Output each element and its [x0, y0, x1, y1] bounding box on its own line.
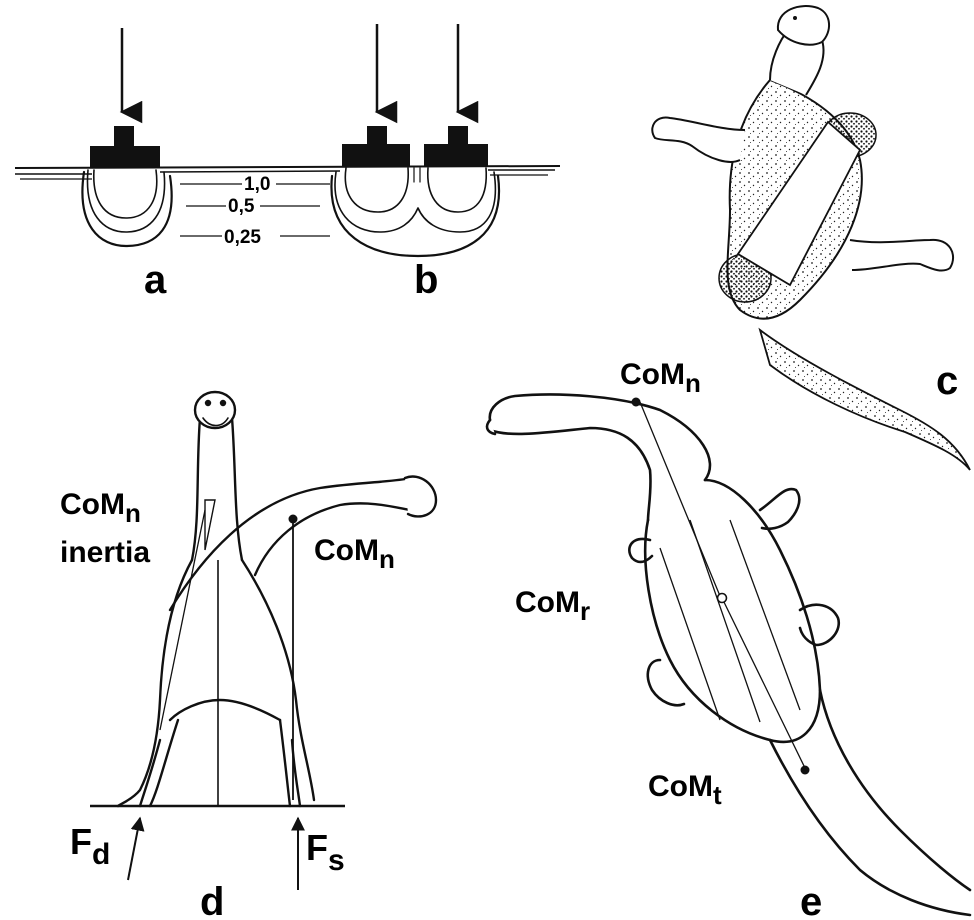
panel-label-c: c: [936, 359, 958, 403]
pressure-label-2: 0,5: [228, 196, 255, 217]
pressure-bulbs-combined: [331, 168, 499, 256]
panel-label-a: a: [144, 258, 167, 302]
pressure-bulbs: [82, 170, 171, 246]
foot-stem: [114, 126, 134, 148]
com-t-point: [801, 766, 810, 775]
panel-label-b: b: [414, 258, 438, 302]
label-inertia: inertia: [60, 536, 150, 569]
foot-pad: [90, 146, 160, 168]
panel-a-single-load: [82, 28, 171, 246]
sauropod-body-d: [118, 392, 436, 806]
label-com-n-inertia: CoMn: [60, 488, 141, 528]
panel-label-d: d: [200, 880, 224, 920]
inertia-wedge: [205, 500, 215, 550]
panel-b-double-load: [331, 24, 499, 256]
panel-c-sauropod-top-view: c: [652, 6, 970, 470]
pressure-label-1: 1,0: [244, 174, 270, 195]
label-com-t: CoMt: [648, 770, 722, 810]
panel-a-b-pressure-diagram: 1,0 0,5 0,25 a b: [15, 24, 560, 302]
pressure-label-3: 0,25: [224, 227, 261, 248]
sauropod-body-e: [487, 395, 970, 915]
label-force-s: Fs: [306, 827, 345, 877]
panel-d-sauropod-front-view: CoMn inertia CoMn Fd Fs d: [60, 392, 436, 920]
pressure-scale: 1,0 0,5 0,25: [180, 174, 330, 248]
com-r-point: [718, 594, 727, 603]
label-com-n-e: CoMn: [620, 358, 701, 398]
sauropod-body-c: [652, 6, 970, 470]
label-force-d: Fd: [70, 821, 110, 871]
panel-label-e: e: [800, 880, 822, 920]
panel-e-sauropod-dorsal-view: CoMn CoMr CoMt e: [487, 358, 970, 920]
com-neck-point-e: [632, 398, 641, 407]
force-arrow-d: [128, 818, 140, 880]
label-com-r: CoMr: [515, 586, 590, 626]
com-neck-point: [289, 515, 298, 524]
label-com-n-d: CoMn: [314, 534, 395, 574]
